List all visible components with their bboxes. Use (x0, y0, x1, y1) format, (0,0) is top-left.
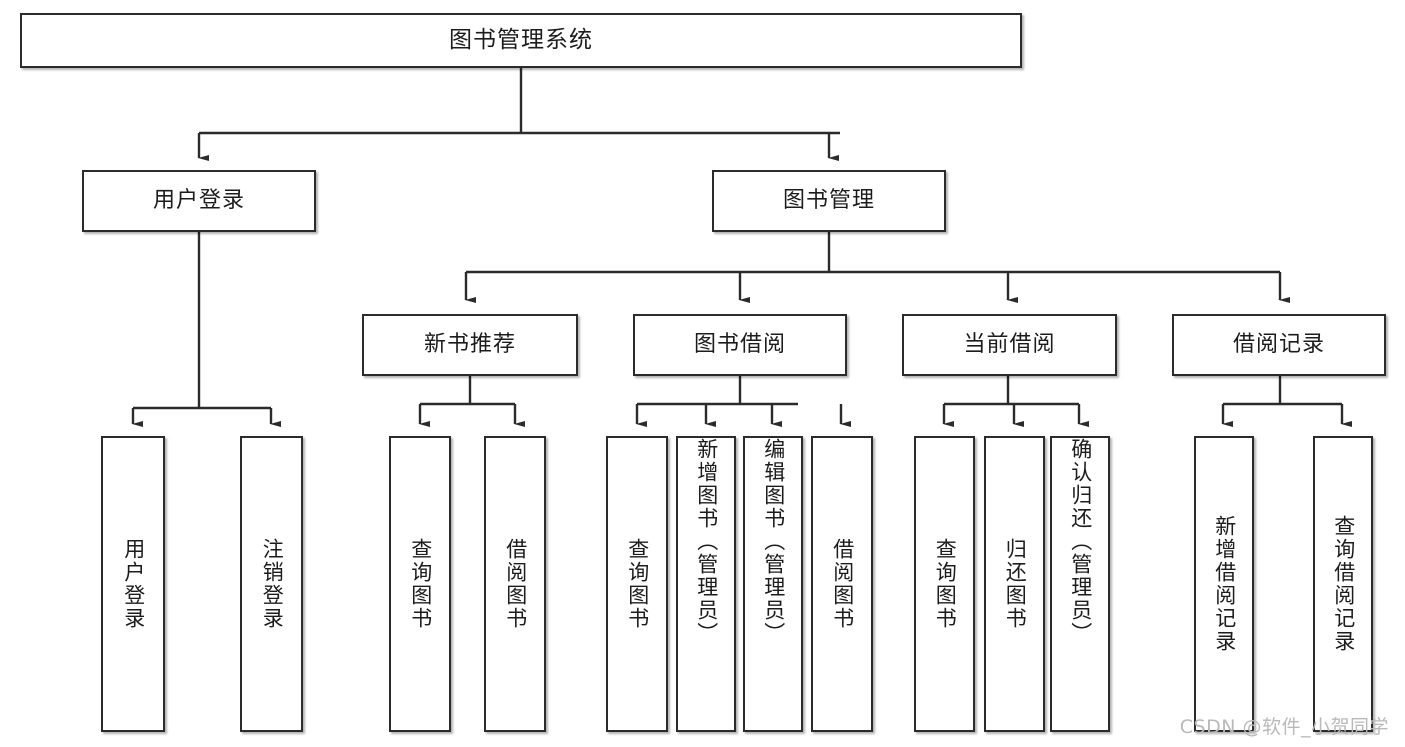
leaf-query-book-3[interactable]: 查询图书 (914, 436, 975, 732)
node-user-login[interactable]: 用户登录 (82, 170, 316, 232)
node-new-book-recommend[interactable]: 新书推荐 (362, 314, 578, 376)
watermark: CSDN @软件_小贺同学 (1179, 716, 1389, 738)
leaf-query-book-2[interactable]: 查询图书 (606, 436, 668, 732)
leaf-add-record[interactable]: 新增借阅记录 (1194, 436, 1254, 732)
node-book-management[interactable]: 图书管理 (712, 170, 946, 232)
leaf-add-book-label: 新增图书（管理员） (694, 438, 719, 645)
leaf-query-book-1-label: 查询图书 (408, 538, 433, 630)
leaf-borrow-book-1[interactable]: 借阅图书 (484, 436, 546, 732)
leaf-query-book-3-label: 查询图书 (933, 538, 958, 630)
node-root[interactable]: 图书管理系统 (20, 13, 1022, 68)
leaf-add-book[interactable]: 新增图书（管理员） (676, 436, 736, 732)
leaf-user-logout-label: 注销登录 (260, 538, 285, 630)
node-book-management-label: 图书管理 (782, 188, 875, 214)
leaf-query-record[interactable]: 查询借阅记录 (1313, 436, 1373, 732)
node-current-borrow-label: 当前借阅 (963, 332, 1056, 358)
leaf-return-book[interactable]: 归还图书 (984, 436, 1045, 732)
node-new-book-recommend-label: 新书推荐 (423, 332, 516, 358)
leaf-user-login-label: 用户登录 (121, 538, 146, 630)
leaf-borrow-book-2-label: 借阅图书 (830, 538, 855, 630)
leaf-confirm-return[interactable]: 确认归还（管理员） (1050, 436, 1110, 732)
leaf-user-logout[interactable]: 注销登录 (240, 436, 303, 732)
leaf-borrow-book-1-label: 借阅图书 (503, 538, 528, 630)
leaf-confirm-return-label: 确认归还（管理员） (1068, 438, 1093, 645)
leaf-query-book-1[interactable]: 查询图书 (389, 436, 451, 732)
leaf-user-login[interactable]: 用户登录 (101, 436, 165, 732)
node-book-borrow[interactable]: 图书借阅 (633, 314, 847, 376)
node-root-label: 图书管理系统 (449, 27, 593, 54)
node-user-login-label: 用户登录 (152, 188, 245, 214)
node-borrow-record[interactable]: 借阅记录 (1172, 314, 1386, 376)
node-book-borrow-label: 图书借阅 (693, 332, 786, 358)
leaf-query-book-2-label: 查询图书 (625, 538, 650, 630)
node-borrow-record-label: 借阅记录 (1232, 332, 1325, 358)
leaf-add-record-label: 新增借阅记录 (1212, 515, 1237, 653)
leaf-return-book-label: 归还图书 (1003, 538, 1028, 630)
node-current-borrow[interactable]: 当前借阅 (902, 314, 1117, 376)
leaf-query-record-label: 查询借阅记录 (1331, 515, 1356, 653)
leaf-edit-book[interactable]: 编辑图书（管理员） (743, 436, 803, 732)
leaf-edit-book-label: 编辑图书（管理员） (761, 438, 786, 645)
leaf-borrow-book-2[interactable]: 借阅图书 (811, 436, 873, 732)
